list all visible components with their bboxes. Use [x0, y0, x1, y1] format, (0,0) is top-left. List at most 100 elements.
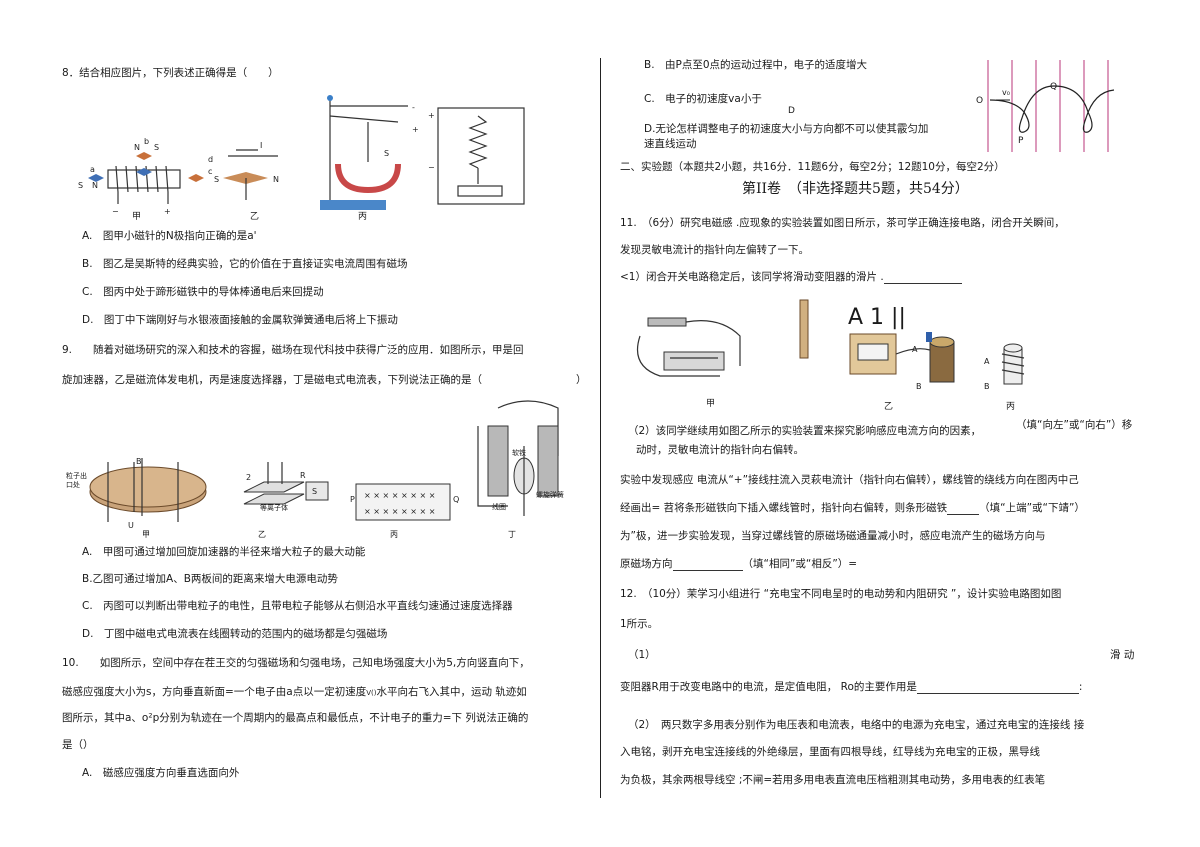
q9-option-a: A. 甲图可通过增加回旋加速器的半径来增大粒子的最大动能 [82, 546, 366, 558]
q8-stem: 8．结合相应图片，下列表述正确得是（ ） [62, 67, 279, 79]
q10-line2: 磁感应强度大小为s，方向垂直新面=一个电子由a点以一定初速度V()水平向右飞入其… [62, 686, 527, 698]
q10-option-c-frac: D [788, 106, 795, 116]
q11-fig-text-a: A [912, 345, 918, 354]
svg-text:+: + [164, 207, 171, 216]
circuit-jia [636, 317, 741, 377]
svg-text:-: - [412, 103, 415, 112]
q10-option-a: A. 磁感应强度方向垂直选面向外 [82, 767, 240, 779]
q10-trajectory-figure [987, 60, 1115, 152]
cyclotron-diagram: UB [89, 457, 207, 530]
q11-label-yi: 乙 [884, 402, 894, 412]
q9-label-yi: 乙 [258, 530, 266, 539]
circuit-yi [849, 332, 955, 383]
q9-label-ding: 丁 [508, 530, 516, 539]
q11-sub1: <1）闭合开关电路稳定后，该同学将滑动变阻器的滑片 . [620, 270, 962, 284]
q10-line3: 图所示，其中a、o²p分别为轨迹在一个周期内的最高点和最低点，不计电子的重力=下… [62, 712, 529, 724]
q11-line-a: 实验中发现感应 电流从“+”接线拄流入灵萩电流计（指针向右偏转），螺线管的绕线方… [620, 474, 1079, 486]
q9-text-plasma: 等离子体 [260, 504, 288, 512]
svg-text:a: a [90, 165, 95, 174]
svg-text:S: S [214, 175, 219, 184]
svg-text:N: N [134, 143, 140, 152]
q12-line1: 12. （10分）茉学习小组进行 “充电宝不同电呈时的电动势和内阻研究 ”，设计… [620, 588, 1062, 600]
svg-text:S: S [312, 487, 317, 496]
q11-label-jia: 甲 [706, 399, 716, 409]
q9-stem-line2: 旋加速器，乙是磁流体发电机，丙是速度选择器，丁是磁电式电流表，下列说法正确的是（ [62, 374, 482, 386]
galvanometer-diagram [477, 400, 559, 516]
svg-text:S: S [384, 149, 389, 158]
svg-text:S: S [154, 143, 159, 152]
q9-option-c: C. 丙图可以判断出带电粒子的电性，且带电粒子能够从右侧沿水平直线匀速通过速度选… [82, 600, 513, 612]
q10-line1: 10. 如图所示，空间中存在茬王交的匀强磁场和匀强电场，己知电场强度大小为5,方… [62, 657, 530, 669]
q12-p1-line2: 变阻器R用于改变电路中的电流，是定值电阻， Ro的主要作用是: [620, 681, 1083, 694]
q8-label-bing: 丙 [358, 212, 368, 222]
svg-text:S: S [78, 181, 83, 190]
section-2-heading: 二、实验题（本题共2小题，共16分．11题6分，每空2分；12题10分，每空2分… [620, 161, 1005, 173]
q11-line2: 发现灵敏电流计的指针向左偏转了一下。 [620, 244, 809, 256]
solenoid-bing [1001, 343, 1025, 385]
q8-option-d: D. 图丁中下端刚好与水银液面接触的金属软弹簧通电后将上下振动 [82, 314, 398, 326]
q11-sub2-line1: （2）该同学继续用如图乙所示的实验装置来探究影响感应电流方向的因素， [628, 425, 982, 437]
svg-text:+: + [412, 125, 419, 134]
q10-option-b: B. 由P点至0点的运动过程中，电子的适度增大 [644, 59, 868, 71]
svg-text:R: R [300, 471, 306, 480]
q11-fig-text-b-bing: B [984, 382, 990, 391]
spring-diagram: +− [428, 107, 525, 205]
svg-text:c: c [208, 167, 212, 176]
q9-text-spring: 螺旋弹簧 [536, 491, 564, 499]
q8-option-b: B. 图乙是吴斯特的经典实验，它的价值在于直接证实电流周围有磁场 [82, 258, 408, 270]
q10-option-d-line2: 速直线运动 [644, 138, 697, 150]
q12-line2: 1所示。 [620, 618, 659, 630]
q11-fig-text-a1: A 1 || [848, 305, 906, 330]
svg-text:I: I [260, 141, 262, 150]
q12-p1-right: 滑 动 [1110, 649, 1135, 661]
svg-text:U: U [128, 521, 134, 530]
q11-line-d: 原磁场方向（填“相同”或“相反”）= [620, 558, 858, 571]
q10-option-d-line1: D.无论怎样调整电子的初速度大小与方向都不可以使其霰匀加 [644, 123, 929, 135]
q9-stem-line1: 9. 随着对磁场研究的深入和技术的容握，磁场在现代科技中获得广泛的应用．如图所示… [62, 344, 524, 356]
q9-text-coil: 线圈 [492, 503, 506, 511]
q11-fig-text-a-bing: A [984, 357, 990, 366]
q8-label-yi: 乙 [250, 212, 260, 222]
q11-sub2-right: （填“向左”或“向右”）移 [1016, 419, 1133, 431]
svg-text:2: 2 [246, 473, 251, 482]
q10-fig-v0: v₀ [1002, 88, 1010, 97]
mhd-generator-diagram: 2 R S [243, 462, 329, 505]
paper-2-heading: 第II卷 （非选择题共5题，共54分） [742, 181, 969, 197]
q10-fig-p: P [1018, 136, 1024, 146]
q12-p2-line2: 入电铭，剥开充电宝连接线的外绝缘层，里面有四根导线，红导线为充电宝的正极，黑导线 [620, 746, 1040, 758]
q11-line-c: 为”极，进一步实验发现，当穿过螺线管的原磁场磁通量减小时，感应电流产生的磁场方向… [620, 530, 1046, 542]
svg-text:N: N [273, 175, 279, 184]
svg-text:Q: Q [453, 495, 459, 504]
q10-fig-o: O [976, 96, 984, 106]
svg-text:+: + [428, 111, 435, 120]
q9-option-b: B.乙图可通过增加A、B两板间的距离来增大电源电动势 [82, 573, 338, 585]
svg-text:× × × × × × × ×: × × × × × × × × [364, 491, 435, 500]
q9-option-d: D. 丁图中磁电式电流表在线圈转动的范围内的磁场都是匀强磁场 [82, 628, 388, 640]
svg-text:−: − [428, 163, 435, 172]
q11-line-b: 经画出= 苕将条形磁铁向下插入螺线管时，指针向右偏转，则条形磁铁（填“上端”或“… [620, 502, 1085, 515]
q9-text-iron: 软铁 [512, 449, 526, 457]
q11-line1: 11. （6分）研究电磁感 .应现象的实验装置如图日所示，茶可学正确连接电路，闭… [620, 217, 1065, 229]
q10-option-c: C. 电子的初速度va小于 [644, 93, 762, 105]
q11-figure [636, 299, 1025, 385]
svg-text:−: − [112, 207, 119, 216]
q9-label-jia: 甲 [142, 530, 150, 539]
q11-fig-text-b: B [916, 382, 922, 391]
svg-text:B: B [136, 457, 142, 466]
q9-text-exit: 粒子出口处 [66, 472, 87, 489]
q12-p1-label: （1） [628, 649, 656, 661]
q8-option-c: C. 图丙中处于蹄形磁铁中的导体棒通电后来回提动 [82, 286, 324, 298]
q9-label-bing: 丙 [390, 530, 398, 539]
q10-line4: 是（） [62, 739, 94, 751]
q12-p2-line1: （2） 两只数字多用表分别作为电压表和电流表，电络中的电源为充电宝，通过充电宝的… [628, 719, 1085, 731]
q12-p2-line3: 为负极，其余两根导线空 ;不闸=若用多用电表直流电压档粗测其电动势，多用电表的红… [620, 774, 1046, 786]
svg-text:× × × × × × × ×: × × × × × × × × [364, 507, 435, 516]
q9-stem-close: ） [576, 374, 587, 386]
q10-fig-q: Q [1050, 82, 1058, 92]
svg-text:N: N [92, 181, 98, 190]
q8-option-a: A. 图甲小磁针的N极指向正确的是a' [82, 230, 257, 242]
